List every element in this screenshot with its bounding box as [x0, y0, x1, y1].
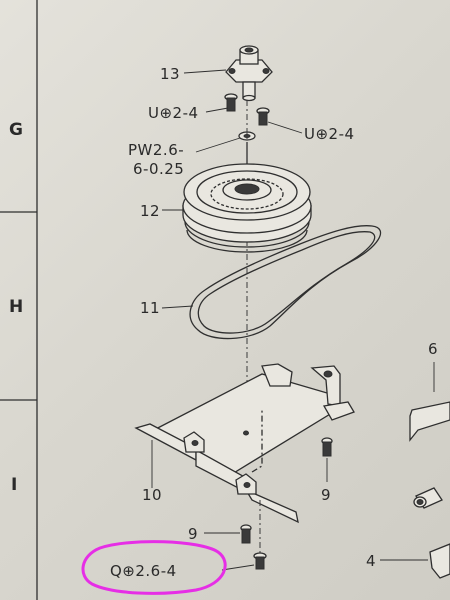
- part-9-stud-lower: [240, 524, 252, 544]
- part-9-stud-right: [321, 437, 333, 457]
- screw-bottom: [253, 500, 267, 570]
- part-13-bracket: [225, 45, 273, 102]
- screw-right: [256, 107, 270, 126]
- label-washer-line2: 6-0.25: [133, 160, 184, 178]
- screw-left: [224, 93, 238, 112]
- washer: [238, 131, 256, 141]
- grid-row-g: G: [9, 120, 23, 140]
- label-part-6: 6: [428, 340, 438, 358]
- leader-lines: [151, 69, 328, 571]
- label-part-4: 4: [366, 552, 376, 570]
- label-screw-bottom: Q⊕2.6-4: [110, 562, 177, 580]
- part-11-belt: [189, 225, 382, 340]
- label-part-9-right: 9: [321, 486, 331, 504]
- part-small-cylinder: [413, 487, 443, 509]
- label-part-10: 10: [142, 486, 162, 504]
- label-part-11: 11: [140, 299, 160, 317]
- part-12-pulley: [182, 163, 312, 253]
- grid-row-h: H: [9, 297, 23, 317]
- grid-row-i: I: [11, 475, 17, 495]
- label-screw-right: U⊕2-4: [304, 125, 355, 143]
- part-4-bracket: [380, 543, 450, 579]
- label-part-9-lower: 9: [188, 525, 198, 543]
- part-10-base-plate: [134, 363, 355, 524]
- label-screw-left: U⊕2-4: [148, 104, 199, 122]
- label-washer-line1: PW2.6-: [128, 141, 184, 159]
- highlight-circle: [81, 540, 227, 595]
- part-6-bracket: [409, 362, 450, 442]
- label-part-13: 13: [160, 65, 180, 83]
- label-part-12: 12: [140, 202, 160, 220]
